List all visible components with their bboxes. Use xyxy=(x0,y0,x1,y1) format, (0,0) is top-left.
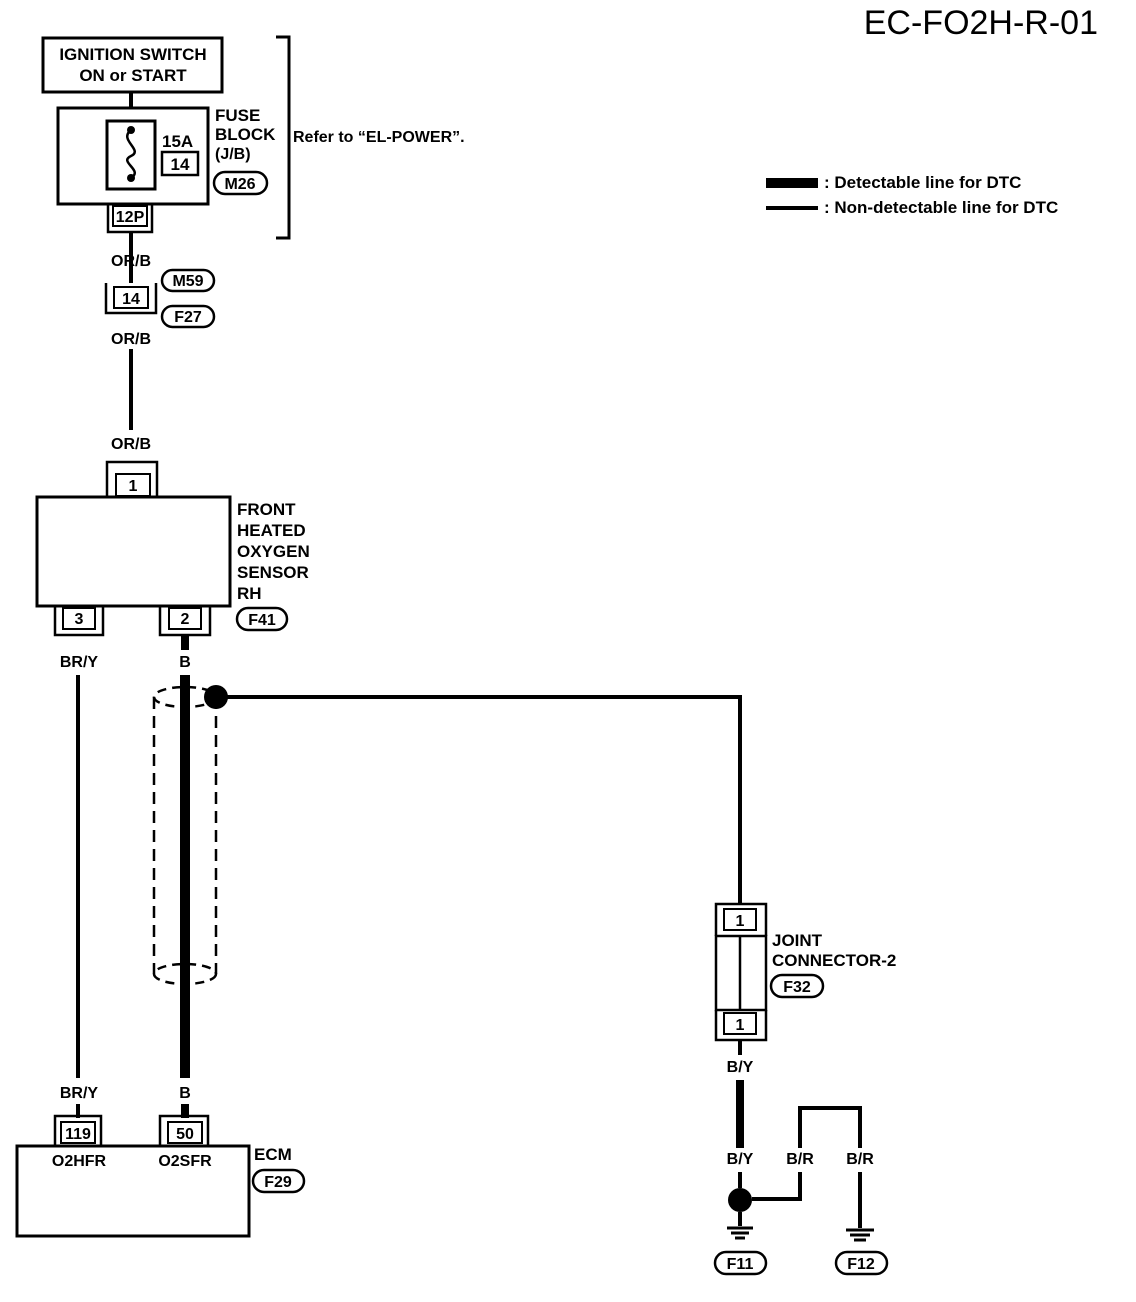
fuse-number: 14 xyxy=(171,155,190,174)
ecm-term-left: O2HFR xyxy=(52,1153,107,1170)
fuse-connector: M26 xyxy=(224,176,255,193)
wire-or-b-3: OR/B xyxy=(111,436,151,453)
wire-shield-ground xyxy=(216,695,742,905)
joint-pin-top: 1 xyxy=(736,913,745,930)
ignition-switch: IGNITION SWITCH ON or START xyxy=(41,36,224,94)
fuse-label1: FUSE xyxy=(215,106,260,125)
inline-upper-id: M59 xyxy=(172,273,203,290)
fuse-rating: 15A xyxy=(162,132,193,151)
legend-detectable: : Detectable line for DTC xyxy=(824,173,1021,192)
sensor-pin-right: 2 xyxy=(181,611,190,628)
wire-or-b-1: OR/B xyxy=(111,253,151,270)
inline-lower-id: F27 xyxy=(174,309,202,326)
ignition-line1: IGNITION SWITCH xyxy=(59,45,206,64)
sensor-line2: HEATED xyxy=(237,521,306,540)
fuse-label3: (J/B) xyxy=(215,146,251,163)
sensor-pin-top: 1 xyxy=(129,478,138,495)
sensor-connector: F41 xyxy=(248,612,276,629)
inline-connector: 14 M59 F27 xyxy=(104,268,216,329)
joint-connector: 1 1 xyxy=(714,902,768,1042)
sensor-pin-left: 3 xyxy=(75,611,84,628)
joint-pin-bottom: 1 xyxy=(736,1017,745,1034)
wire-br-y-bottom: BR/Y xyxy=(60,1085,99,1102)
wire-br-y-top: BR/Y xyxy=(60,654,99,671)
ecm-label: ECM xyxy=(254,1145,292,1164)
fuse-note: Refer to “EL-POWER”. xyxy=(293,129,465,146)
sensor-line3: OXYGEN xyxy=(237,542,310,561)
page-id: EC-FO2H-R-01 xyxy=(864,4,1098,42)
wire-b-r-1: B/R xyxy=(786,1151,814,1168)
ground-icon-f12 xyxy=(846,1228,874,1242)
joint-line2: CONNECTOR-2 xyxy=(772,951,896,970)
wire-b-r-2: B/R xyxy=(846,1151,874,1168)
sensor-line5: RH xyxy=(237,584,262,603)
fuse-label2: BLOCK xyxy=(215,125,276,144)
wire-b-bottom: B xyxy=(179,1085,191,1102)
fuse-pin: 12P xyxy=(116,209,145,226)
oxygen-sensor xyxy=(35,495,232,608)
ecm-connector: F29 xyxy=(264,1174,292,1191)
ground-f12: F12 xyxy=(847,1256,875,1273)
fuse-block: 15A 14 12P xyxy=(56,106,210,234)
ground-splice xyxy=(728,1188,752,1212)
wire-b-y-bottom: B/Y xyxy=(727,1151,754,1168)
shield xyxy=(152,685,228,986)
ground-icon-f11 xyxy=(727,1226,753,1240)
sensor-line1: FRONT xyxy=(237,500,296,519)
joint-line1: JOINT xyxy=(772,931,823,950)
wire-or-b-2: OR/B xyxy=(111,331,151,348)
ecm-term-right: O2SFR xyxy=(158,1153,212,1170)
ground-f11: F11 xyxy=(727,1256,754,1273)
wire-b-top: B xyxy=(179,654,191,671)
joint-connector-id: F32 xyxy=(783,979,811,996)
inline-pin: 14 xyxy=(122,291,140,308)
legend: : Detectable line for DTC : Non-detectab… xyxy=(766,173,1058,217)
power-bracket xyxy=(276,35,291,240)
ignition-line2: ON or START xyxy=(79,66,187,85)
ecm-pin-left: 119 xyxy=(65,1126,91,1143)
ecm-box: O2HFR O2SFR xyxy=(15,1144,251,1238)
sensor-line4: SENSOR xyxy=(237,563,309,582)
ecm-pin-right: 50 xyxy=(176,1126,194,1143)
wire-b-y-top: B/Y xyxy=(727,1059,754,1076)
fuse-icon xyxy=(126,129,136,180)
legend-non-detectable: : Non-detectable line for DTC xyxy=(824,198,1058,217)
